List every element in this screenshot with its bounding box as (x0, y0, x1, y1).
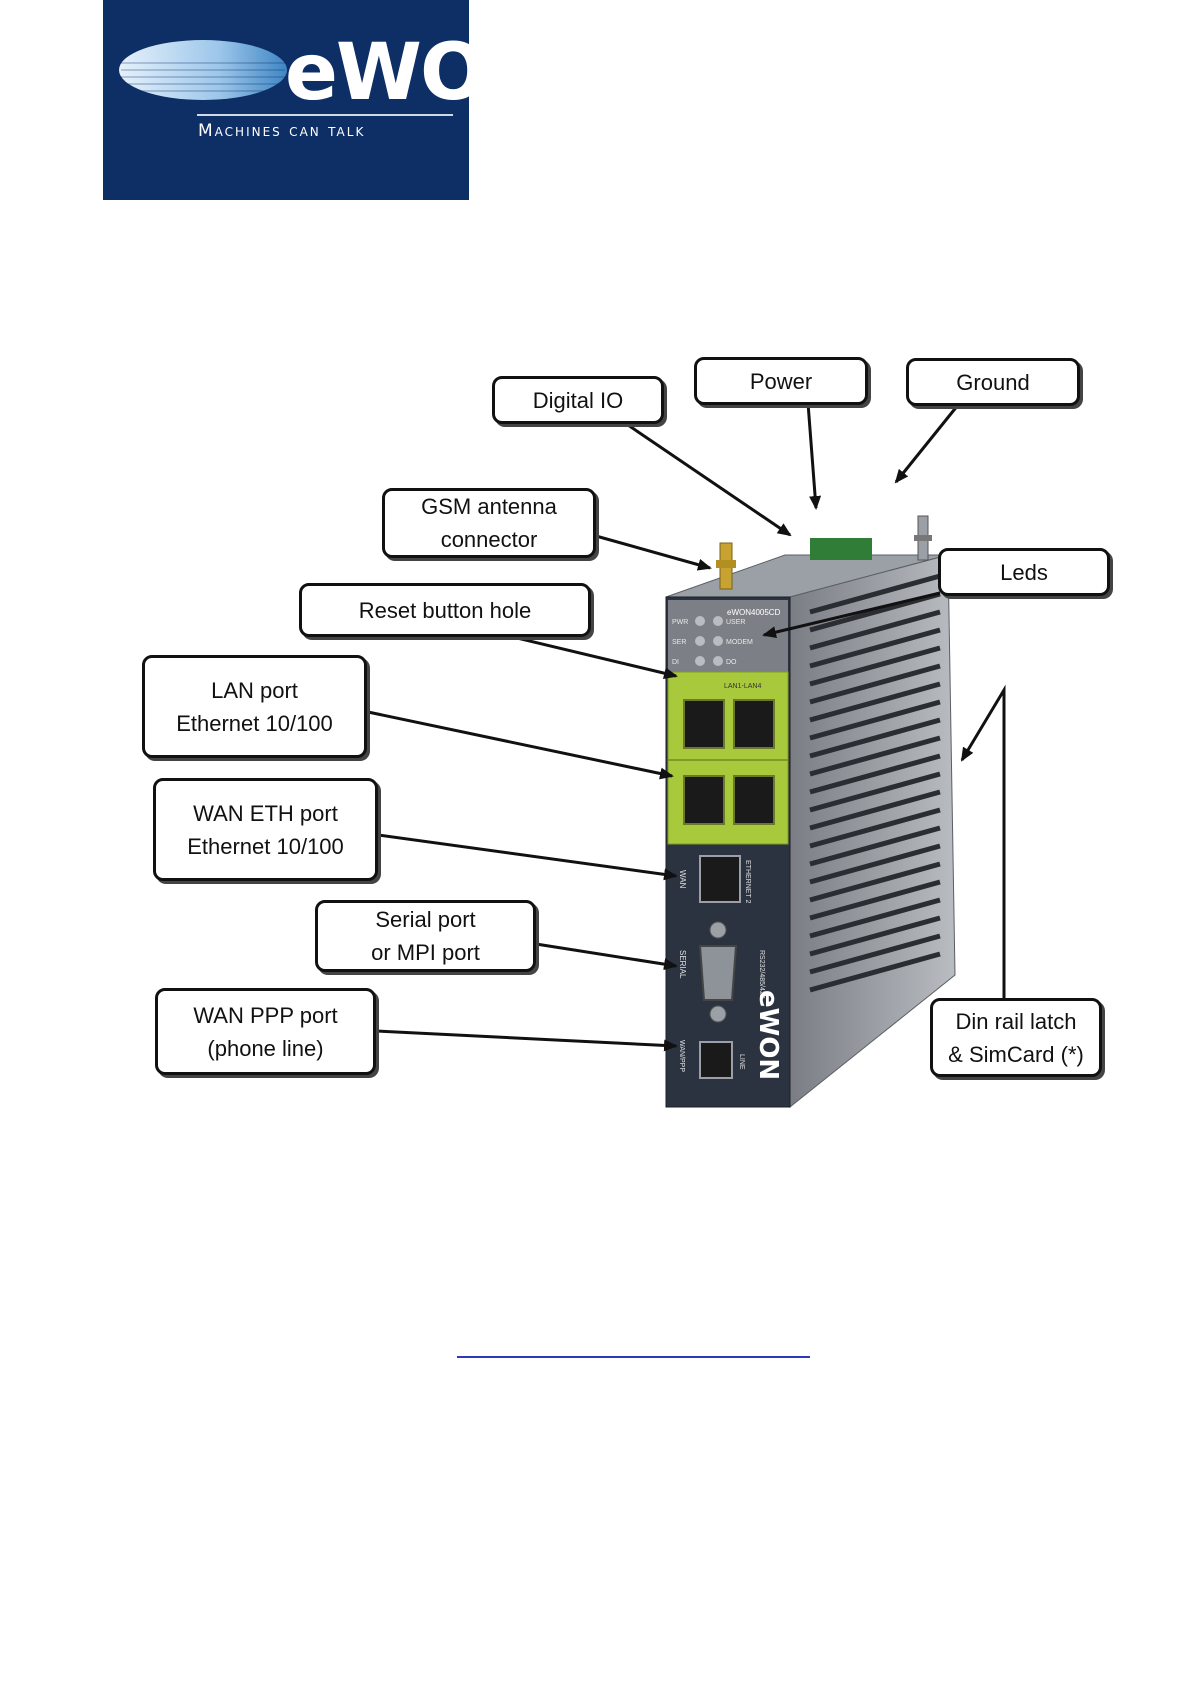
wan-ppp-port-icon (699, 1041, 733, 1079)
wan-eth-port-icon (699, 855, 741, 903)
led-label: DI (672, 659, 679, 666)
arrow-gsm (595, 534, 712, 571)
callout-arrows (367, 402, 1006, 1052)
wanppp-label: WAN/PPP (678, 1040, 685, 1072)
callout-din-rail: Din rail latch & SimCard (*) (930, 998, 1102, 1077)
side-vents (809, 573, 941, 993)
callout-gsm-antenna: GSM antenna connector (382, 488, 596, 558)
logo-divider (197, 114, 453, 116)
led-indicators (695, 616, 723, 666)
callout-ground: Ground (906, 358, 1080, 406)
arrow-power (806, 402, 822, 510)
link-underline[interactable] (457, 1356, 810, 1358)
model-label: eWON4005CD (727, 608, 781, 617)
arrow-din (960, 684, 1006, 1000)
callout-reset-button: Reset button hole (299, 583, 591, 637)
serial-port-icon (698, 921, 738, 1023)
lan-label: LAN1-LAN4 (724, 683, 761, 690)
callout-serial-port: Serial port or MPI port (315, 900, 536, 972)
arrow-wan-eth (377, 833, 678, 881)
arrow-serial (535, 942, 678, 971)
ewon-logo: eWON Machines can talk (103, 0, 469, 200)
callout-digital-io: Digital IO (492, 376, 664, 424)
logo-tagline: Machines can talk (198, 121, 366, 141)
callout-wan-eth-port: WAN ETH port Ethernet 10/100 (153, 778, 378, 881)
arrow-wan-ppp (375, 1029, 678, 1052)
ground-bolt-icon (914, 515, 932, 561)
terminal-block (810, 538, 872, 560)
serial-label: SERIAL (678, 950, 687, 979)
callout-leds: Leds (938, 548, 1110, 596)
arrow-digital-io (627, 423, 792, 537)
arrow-leds (762, 591, 941, 639)
lan-port-icon (683, 699, 775, 825)
callout-lan-port: LAN port Ethernet 10/100 (142, 655, 367, 758)
rs-label: RS232/485/422 (758, 950, 765, 999)
led-label: MODEM (726, 639, 753, 646)
arrow-reset (495, 631, 678, 680)
device-logo: eWON (753, 990, 783, 1080)
ethernet-label: ETHERNET 2 (744, 860, 751, 904)
arrow-ground (894, 404, 960, 484)
ewon-device: eWON4005CD PWR USER SER MODEM DI DO LAN1… (665, 515, 956, 1109)
led-label: DO (726, 659, 737, 666)
led-label: USER (726, 619, 745, 626)
led-label: SER (672, 639, 686, 646)
logo-swoosh-icon (119, 40, 287, 100)
callout-power: Power (694, 357, 868, 405)
gsm-antenna-connector-icon (716, 542, 736, 590)
line-label: LINE (738, 1054, 745, 1070)
callout-wan-ppp-port: WAN PPP port (phone line) (155, 988, 376, 1075)
wan-label: WAN (678, 870, 687, 889)
logo-wordmark: eWON (285, 28, 469, 118)
arrow-lan (367, 710, 674, 780)
led-label: PWR (672, 619, 688, 626)
